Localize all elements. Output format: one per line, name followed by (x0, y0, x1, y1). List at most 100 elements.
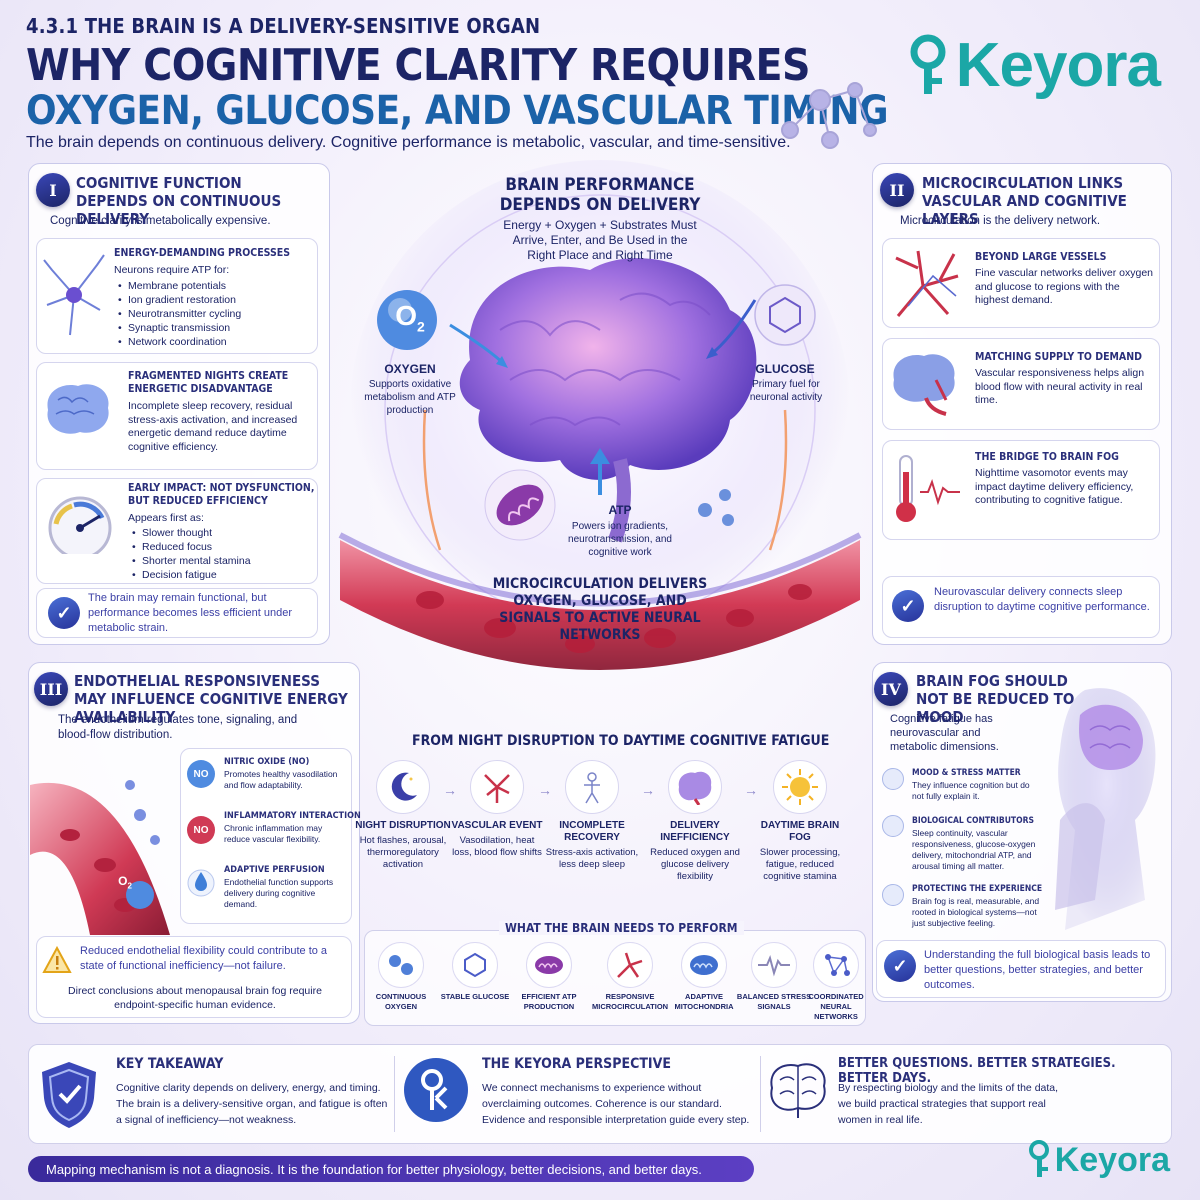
footer-disclaimer: Mapping mechanism is not a diagnosis. It… (28, 1156, 754, 1182)
center-body: Energy + Oxygen + Substrates Must Arrive… (503, 218, 697, 262)
step-title: INCOMPLETE RECOVERY (559, 820, 625, 843)
need-neural-networks: COORDINATED NEURAL NETWORKS (798, 942, 874, 1022)
step-body: Vasodilation, heat loss, blood flow shif… (452, 835, 542, 858)
panel-2-title: MICROCIRCULATION LINKS VASCULAR AND COGN… (922, 174, 1127, 228)
inflammatory-title: INFLAMMATORY INTERACTION (224, 811, 361, 821)
perspective-title: THE KEYORA PERSPECTIVE (482, 1056, 671, 1072)
need-label: CONTINUOUS OXYGEN (375, 992, 427, 1011)
early-impact-intro: Appears first as: (128, 512, 204, 524)
timeline-title: FROM NIGHT DISRUPTION TO DAYTIME COGNITI… (412, 733, 830, 749)
o2-symbol: O2 (395, 300, 425, 335)
list-item: Reduced focus (132, 540, 251, 554)
no-icon: NO (187, 760, 215, 788)
oxygen-label: OXYGEN (384, 362, 436, 376)
brain-outline-icon (770, 1063, 826, 1118)
droplet-icon (187, 869, 215, 897)
bottom-bar (28, 1044, 1172, 1144)
list-item: Neurotransmitter cycling (118, 307, 241, 321)
need-label: RESPONSIVE MICROCIRCULATION (592, 992, 669, 1011)
timeline-step-delivery: DELIVERY INEFFICIENCY Reduced oxygen and… (647, 760, 743, 883)
step-body: Hot flashes, arousal, thermoregulatory a… (359, 835, 447, 870)
panel-1-note-text: The brain may remain functional, but per… (88, 592, 293, 634)
arrow-icon: → (538, 782, 552, 798)
vessel-icon (470, 760, 524, 814)
panel-2-note (882, 576, 1160, 638)
brain-vessel-icon (893, 354, 955, 416)
section-tag: 4.3.1 THE BRAIN IS A DELIVERY-SENSITIVE … (26, 14, 541, 38)
fragmented-body: Incomplete sleep recovery, residual stre… (128, 400, 298, 453)
matching-title: MATCHING SUPPLY TO DEMAND (975, 351, 1142, 363)
vessel-icon (607, 942, 653, 988)
adaptive-perfusion-body: Endothelial function supports delivery d… (224, 877, 334, 909)
need-atp: EFFICIENT ATP PRODUCTION (511, 942, 587, 1012)
timeline-step-brain-fog: DAYTIME BRAIN FOG Slower processing, fat… (752, 760, 848, 883)
step-title: NIGHT DISRUPTION (355, 820, 451, 831)
panel-3-title: ENDOTHELIAL RESPONSIVENESS MAY INFLUENCE… (74, 672, 348, 726)
biology-body: Sleep continuity, vascular responsivenes… (912, 828, 1036, 871)
need-label: BALANCED STRESS SIGNALS (736, 992, 812, 1011)
check-icon: ✓ (884, 950, 916, 982)
needs-title: WHAT THE BRAIN NEEDS TO PERFORM (499, 921, 744, 935)
warning-text: Reduced endothelial flexibility could co… (80, 945, 328, 972)
pulse-icon (751, 942, 797, 988)
arrow-icon: → (744, 782, 758, 798)
matching-body: Vascular responsiveness helps align bloo… (975, 367, 1145, 406)
moon-icon (376, 760, 430, 814)
mitochondria-icon (526, 942, 572, 988)
gauge-icon (48, 496, 112, 554)
check-icon: ✓ (892, 590, 924, 622)
keyora-logo-footer: Keyora (1027, 1140, 1170, 1180)
need-oxygen: CONTINUOUS OXYGEN (363, 942, 439, 1012)
need-label: COORDINATED NEURAL NETWORKS (808, 992, 864, 1021)
figure-icon (565, 760, 619, 814)
adaptive-perfusion-title: ADAPTIVE PERFUSION (224, 865, 325, 875)
glucose-label: GLUCOSE (755, 362, 815, 376)
panel-4-note (876, 940, 1166, 998)
panel-2-note-text: Neurovascular delivery connects sleep di… (934, 586, 1150, 613)
early-impact-title: EARLY IMPACT: NOT DYSFUNCTION, BUT REDUC… (128, 482, 315, 507)
step-body: Slower processing, fatigue, reduced cogn… (759, 847, 841, 882)
divider (760, 1056, 761, 1132)
shield-icon (42, 1062, 96, 1128)
key-takeaway-title: KEY TAKEAWAY (116, 1056, 224, 1072)
need-microcirculation: RESPONSIVE MICROCIRCULATION (592, 942, 668, 1012)
brain-icon (47, 384, 109, 434)
need-label: STABLE GLUCOSE (440, 992, 510, 1001)
thermometer-icon (896, 455, 960, 522)
neuron-icon (43, 254, 105, 336)
center-title: BRAIN PERFORMANCE DEPENDS ON DELIVERY (499, 175, 701, 215)
energy-list: Membrane potentials Ion gradient restora… (118, 279, 241, 349)
key-takeaway-body: Cognitive clarity depends on delivery, e… (116, 1082, 388, 1126)
protect-icon (882, 884, 904, 906)
early-impact-list: Slower thought Reduced focus Shorter men… (132, 526, 251, 582)
step-title: DELIVERY INEFFICIENCY (660, 820, 730, 843)
inflammation-icon: NO (187, 816, 215, 844)
timeline-step-vascular: VASCULAR EVENT Vasodilation, heat loss, … (449, 760, 545, 859)
panel-3-numeral: III (34, 672, 68, 706)
keyora-logo: Keyora (906, 30, 1161, 101)
page-subtitle: The brain depends on continuous delivery… (26, 134, 791, 151)
list-item: Decision fatigue (132, 568, 251, 582)
step-title: DAYTIME BRAIN FOG (760, 820, 840, 843)
list-item: Ion gradient restoration (118, 293, 241, 307)
panel-2-subtitle: Microcirculation is the delivery network… (900, 215, 1101, 227)
oxygen-molecule-icon (378, 942, 424, 988)
divider (394, 1056, 395, 1132)
network-icon (813, 942, 859, 988)
arrow-icon: → (641, 782, 655, 798)
list-item: Synaptic transmission (118, 321, 241, 335)
keyora-key-icon (404, 1058, 468, 1122)
need-stress-signals: BALANCED STRESS SIGNALS (736, 942, 812, 1012)
list-item: Membrane potentials (118, 279, 241, 293)
blood-vessel-illustration (30, 780, 170, 935)
conclusion-text: Direct conclusions about menopausal brai… (68, 985, 322, 1011)
list-item: Shorter mental stamina (132, 554, 251, 568)
energy-intro: Neurons require ATP for: (114, 264, 230, 276)
woman-illustration (1055, 688, 1156, 930)
microcirculation-title: MICROCIRCULATION DELIVERS OXYGEN, GLUCOS… (492, 576, 708, 643)
panel-4-note-text: Understanding the full biological basis … (924, 949, 1151, 991)
panel-4-numeral: IV (874, 672, 908, 706)
molecule-decoration (781, 82, 877, 149)
glucose-molecule-icon (452, 942, 498, 988)
panel-1-numeral: I (36, 173, 70, 207)
